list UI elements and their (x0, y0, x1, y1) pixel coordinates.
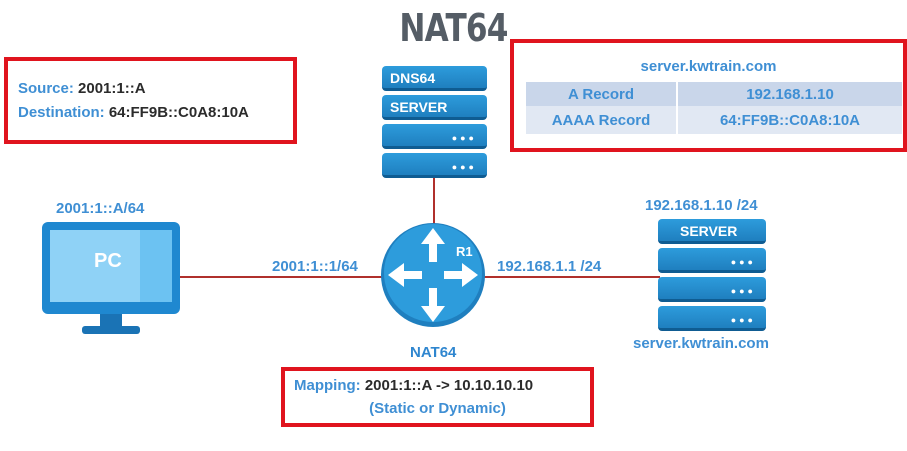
status-dots-icon: ●●● (451, 133, 477, 143)
record-value: 64:FF9B::C0A8:10A (678, 106, 902, 134)
mapping-value: 2001:1::A -> 10.10.10.10 (364, 377, 534, 394)
dns64-server-unit: ●●● (382, 153, 487, 178)
pc-address: 2001:1::A/64 (56, 200, 145, 217)
records-host: server.kwtrain.com (640, 58, 777, 75)
record-value: 192.168.1.10 (678, 82, 902, 106)
source-destination-box: Source: 2001:1::A Destination: 64:FF9B::… (4, 57, 297, 144)
record-type: A Record (526, 82, 678, 106)
destination-line: Destination: 64:FF9B::C0A8:10A (18, 104, 249, 121)
status-dots-icon: ●●● (730, 315, 756, 325)
server-unit: SERVER (658, 219, 766, 244)
dns64-server-label: SERVER (390, 99, 448, 115)
page-title: NAT64 (399, 6, 508, 50)
server-unit: ●●● (658, 277, 766, 302)
link-dns-router (433, 176, 435, 226)
status-dots-icon: ●●● (730, 286, 756, 296)
dns64-label: DNS64 (390, 70, 436, 86)
mapping-box: Mapping: 2001:1::A -> 10.10.10.10 (Stati… (281, 367, 594, 427)
router-arrows-icon (381, 223, 485, 327)
router-left-interface: 2001:1::1/64 (272, 258, 358, 275)
router-name: R1 (456, 244, 473, 259)
status-dots-icon: ●●● (730, 257, 756, 267)
table-row: A Record 192.168.1.10 (526, 82, 902, 106)
dns64-server-unit: SERVER (382, 95, 487, 120)
dns64-server-unit: DNS64 (382, 66, 487, 91)
mapping-line: Mapping: 2001:1::A -> 10.10.10.10 (294, 377, 533, 394)
router-right-interface: 192.168.1.1 /24 (497, 258, 602, 275)
router-icon: R1 (380, 222, 486, 328)
dns-records-box: server.kwtrain.com A Record 192.168.1.10… (510, 39, 907, 152)
server-unit: ●●● (658, 248, 766, 273)
link-router-server (480, 276, 660, 278)
table-row: AAAA Record 64:FF9B::C0A8:10A (526, 106, 902, 134)
records-table: A Record 192.168.1.10 AAAA Record 64:FF9… (526, 82, 902, 134)
status-dots-icon: ●●● (451, 162, 477, 172)
destination-value: 64:FF9B::C0A8:10A (108, 104, 249, 121)
source-line: Source: 2001:1::A (18, 80, 146, 97)
record-type: AAAA Record (526, 106, 678, 134)
server-label: SERVER (680, 223, 738, 239)
server-unit: ●●● (658, 306, 766, 331)
source-label: Source: (18, 80, 74, 97)
mapping-note: (Static or Dynamic) (369, 400, 506, 417)
pc-label: PC (94, 250, 122, 272)
dns64-server: DNS64 SERVER ●●● ●●● (382, 66, 487, 178)
server-hostname: server.kwtrain.com (633, 335, 769, 352)
link-pc-router (178, 276, 386, 278)
dns64-server-unit: ●●● (382, 124, 487, 149)
mapping-label: Mapping: (294, 377, 361, 394)
router-label: NAT64 (410, 344, 457, 361)
source-value: 2001:1::A (78, 80, 146, 97)
pc-monitor-icon: PC (42, 222, 180, 334)
server-address: 192.168.1.10 /24 (645, 197, 758, 214)
destination-label: Destination: (18, 104, 105, 121)
server: SERVER ●●● ●●● ●●● (658, 219, 766, 331)
